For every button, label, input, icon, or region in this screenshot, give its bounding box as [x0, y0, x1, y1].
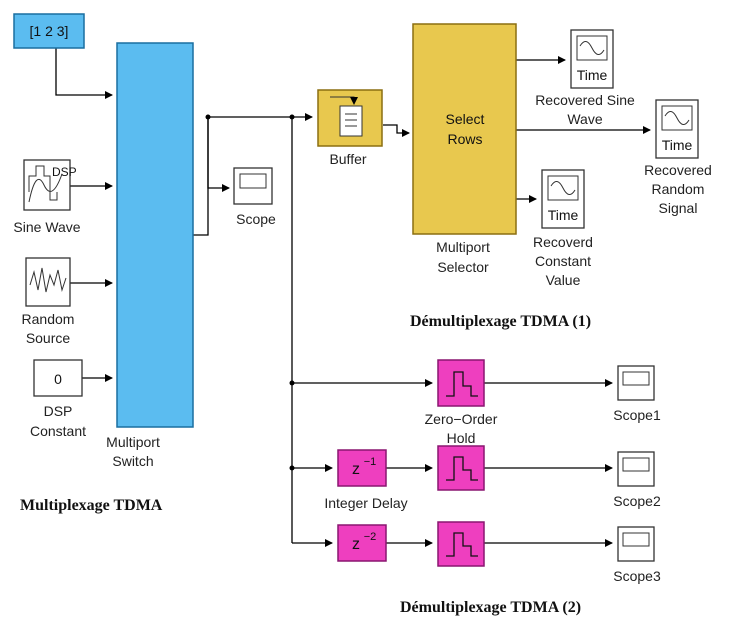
- constant-vector-block[interactable]: [1 2 3]: [13, 13, 85, 49]
- recovered-random-label-2: Random: [652, 181, 705, 197]
- demux2-title: Démultiplexage TDMA (2): [400, 599, 581, 616]
- scope2-label: Scope2: [613, 493, 661, 509]
- random-source-block[interactable]: [25, 257, 71, 307]
- z1-base: z: [352, 461, 360, 478]
- multiport-switch-label-1: Multiport: [106, 434, 160, 450]
- recovered-sine-label-1: Recovered Sine: [535, 92, 635, 108]
- multiport-switch-block[interactable]: [116, 42, 194, 428]
- random-source-label-2: Source: [26, 330, 71, 346]
- constant-vector-value: [1 2 3]: [30, 23, 69, 39]
- integer-delay-block[interactable]: z −1: [337, 449, 387, 487]
- multiport-selector-label-1: Multiport: [436, 239, 490, 255]
- selector-text-1: Select: [446, 111, 485, 127]
- recovered-constant-label-2: Constant: [535, 253, 591, 269]
- recovered-constant-label-3: Value: [546, 272, 581, 288]
- multiport-selector-block[interactable]: Select Rows: [412, 23, 517, 235]
- integer-delay-label: Integer Delay: [324, 495, 407, 511]
- zero-order-hold-block[interactable]: [437, 359, 485, 407]
- scope1-block[interactable]: [617, 365, 655, 401]
- scope1-label: Scope1: [613, 407, 661, 423]
- scope3-block[interactable]: [617, 526, 655, 562]
- buffer-label: Buffer: [329, 151, 366, 167]
- recovered-sine-label-2: Wave: [567, 111, 602, 127]
- multiport-selector-label-2: Selector: [437, 259, 489, 275]
- zero-order-hold-label-2: Hold: [447, 430, 476, 446]
- z2-exponent: −2: [364, 531, 377, 543]
- recovered-constant-label-1: Recoverd: [533, 234, 593, 250]
- z1-exponent: −1: [364, 456, 377, 468]
- recovered-sine-scope[interactable]: Time: [570, 29, 614, 89]
- mux-title: Multiplexage TDMA: [20, 497, 163, 514]
- recovered-sine-icon-text: Time: [577, 67, 608, 83]
- random-source-label-1: Random: [22, 311, 75, 327]
- dsp-constant-block[interactable]: 0: [33, 359, 83, 397]
- dsp-constant-label-2: Constant: [30, 423, 86, 439]
- recovered-random-label-3: Signal: [659, 200, 698, 216]
- scope-block[interactable]: [233, 167, 273, 205]
- scope-label: Scope: [236, 211, 276, 227]
- zero-order-hold-2-block[interactable]: [437, 445, 485, 491]
- zero-order-hold-3-block[interactable]: [437, 521, 485, 567]
- dsp-constant-label-1: DSP: [44, 403, 73, 419]
- recovered-random-label-1: Recovered: [644, 162, 712, 178]
- integer-delay-2-block[interactable]: z −2: [337, 524, 387, 562]
- buffer-block[interactable]: [317, 89, 383, 147]
- scope2-block[interactable]: [617, 451, 655, 487]
- recovered-constant-scope[interactable]: Time: [541, 169, 585, 229]
- sine-wave-block[interactable]: DSP: [23, 159, 77, 211]
- z2-base: z: [352, 536, 360, 553]
- dsp-constant-value: 0: [54, 371, 62, 387]
- sine-wave-label: Sine Wave: [13, 219, 80, 235]
- selector-text-2: Rows: [447, 131, 482, 147]
- multiport-switch-label-2: Switch: [112, 453, 153, 469]
- scope3-label: Scope3: [613, 568, 661, 584]
- sine-wave-icon-text: DSP: [52, 165, 77, 179]
- recovered-random-icon-text: Time: [662, 137, 693, 153]
- recovered-constant-icon-text: Time: [548, 207, 579, 223]
- demux1-title: Démultiplexage TDMA (1): [410, 313, 591, 330]
- zero-order-hold-label-1: Zero−Order: [425, 411, 498, 427]
- recovered-random-scope[interactable]: Time: [655, 99, 699, 159]
